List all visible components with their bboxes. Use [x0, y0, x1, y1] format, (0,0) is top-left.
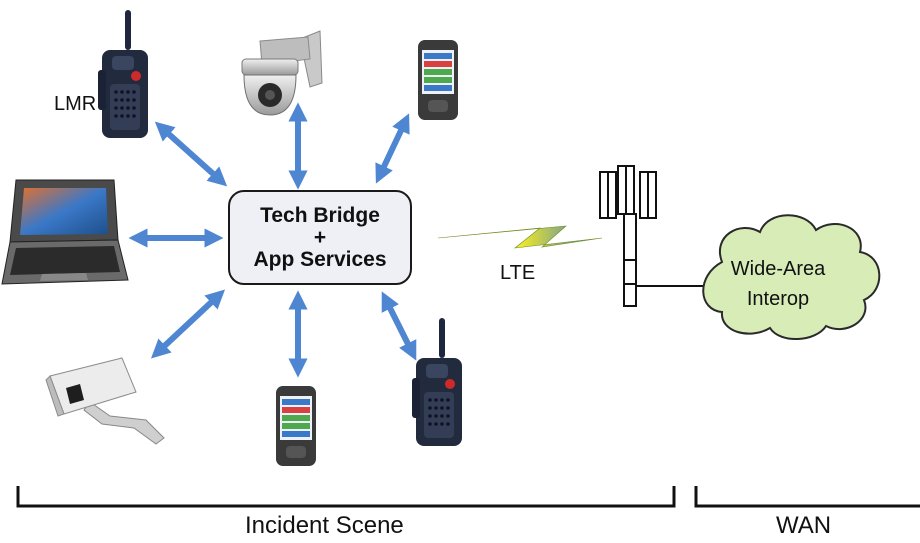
incident-scene-label: Incident Scene: [245, 512, 404, 539]
arrow-phone-top: [375, 113, 410, 184]
smartphone-icon: [418, 40, 458, 120]
lte-label: LTE: [500, 262, 536, 284]
cloud-label-line-1: Wide-Area: [730, 258, 826, 280]
hub-line-3: App Services: [253, 247, 387, 271]
hub-line-1: Tech Bridge: [260, 203, 380, 227]
arrow-bullet-camera: [150, 289, 226, 359]
handheld-radio-icon: [98, 10, 148, 138]
incident-scene-bracket: [16, 486, 676, 508]
smartphone-icon: [276, 386, 316, 466]
cell-tower-icon: [599, 165, 657, 307]
arrow-lmr-top: [154, 121, 228, 187]
link-arrows: [128, 102, 417, 378]
ptz-dome-camera-icon: [241, 30, 323, 116]
wan-label: WAN: [776, 512, 832, 539]
handheld-radio-icon: [412, 318, 462, 446]
lmr-label: LMR: [54, 93, 97, 115]
lightning-bolt-icon: [437, 225, 603, 249]
cloud-icon: [702, 214, 881, 341]
cloud-label-line-2: Interop: [746, 288, 810, 310]
arrow-lmr-bottom: [381, 291, 417, 361]
rugged-laptop-icon: [1, 179, 129, 285]
cloud-label: Wide-Area Interop: [718, 254, 838, 314]
hub-line-2: +: [313, 225, 327, 249]
wan-bracket: [694, 486, 920, 508]
tech-bridge-app-services-box: Tech Bridge + App Services: [228, 190, 412, 285]
bullet-camera-icon: [45, 357, 165, 445]
